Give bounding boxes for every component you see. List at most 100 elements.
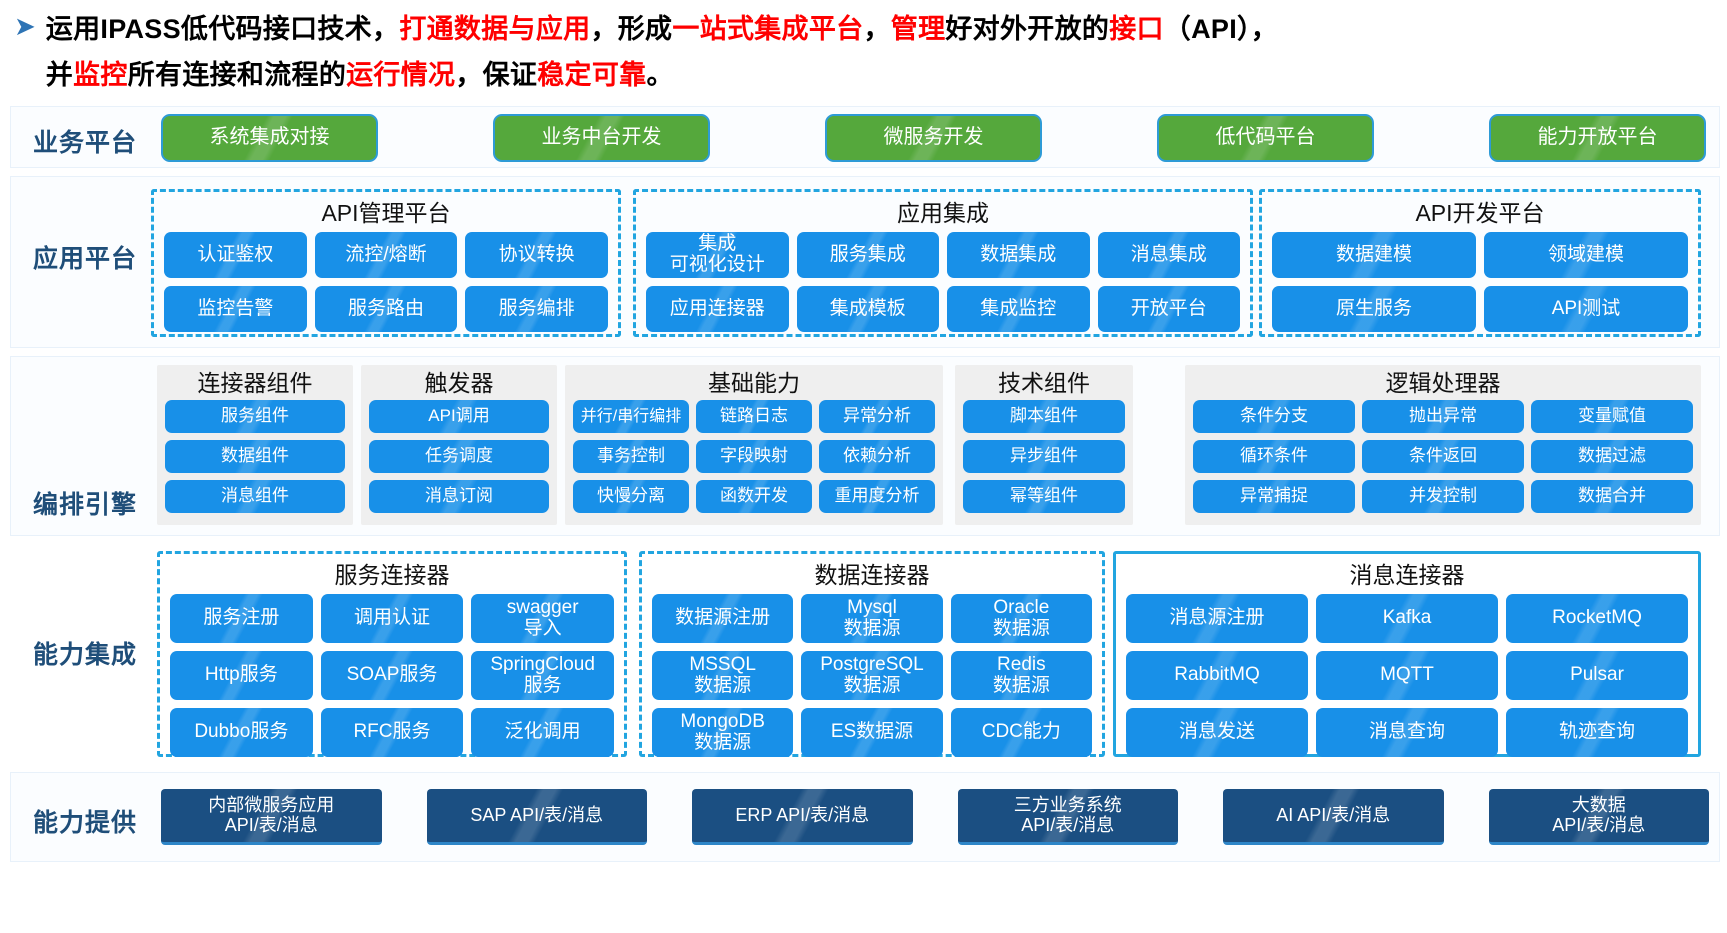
gloss-overlay [652,651,794,700]
app-chip-1-5[interactable]: 集成模板 [796,286,939,332]
engine-chip-4-1[interactable]: 抛出异常 [1362,400,1524,433]
engine-chip-3-2[interactable]: 幂等组件 [963,480,1125,513]
cap-chip-2-6[interactable]: 消息发送 [1126,708,1308,757]
cap-chip-2-2[interactable]: RocketMQ [1506,594,1688,643]
cap-chip-2-1[interactable]: Kafka [1316,594,1498,643]
gloss-overlay [320,594,464,643]
cap-chip-2-4[interactable]: MQTT [1316,651,1498,700]
app-chip-1-6[interactable]: 集成监控 [947,286,1090,332]
gloss-overlay [819,440,935,473]
cap-chip-2-0[interactable]: 消息源注册 [1126,594,1308,643]
gloss-overlay [1531,400,1693,433]
engine-chip-0-2[interactable]: 消息组件 [165,480,345,513]
engine-chip-1-0[interactable]: API调用 [369,400,549,433]
cap-chip-0-0[interactable]: 服务注册 [170,594,313,643]
app-chip-0-1[interactable]: 流控/熔断 [314,232,458,278]
capability-provision-item-4[interactable]: AI API/表/消息 [1223,789,1444,845]
engine-chip-4-8[interactable]: 数据合并 [1531,480,1693,513]
engine-chip-2-1[interactable]: 链路日志 [696,400,812,433]
engine-chip-4-4[interactable]: 条件返回 [1362,440,1524,473]
engine-chip-2-3[interactable]: 事务控制 [573,440,689,473]
gloss-overlay [696,400,812,433]
engine-chip-1-1[interactable]: 任务调度 [369,440,549,473]
app-chip-1-0[interactable]: 集成可视化设计 [646,232,789,278]
capability-provision-item-2[interactable]: ERP API/表/消息 [692,789,913,845]
app-chip-0-4[interactable]: 服务路由 [314,286,458,332]
engine-chip-2-0[interactable]: 并行/串行编排 [573,400,689,433]
app-chip-0-3[interactable]: 监控告警 [164,286,307,332]
engine-chip-2-5[interactable]: 依赖分析 [819,440,935,473]
gloss-overlay [170,651,313,700]
business-platform-item-2[interactable]: 微服务开发 [825,114,1042,162]
engine-chip-2-7[interactable]: 函数开发 [696,480,812,513]
capability-provision-item-1[interactable]: SAP API/表/消息 [426,789,647,845]
headline-segment-4: ，保证 [455,60,538,90]
app-chip-2-2[interactable]: 原生服务 [1272,286,1476,332]
app-chip-0-5[interactable]: 服务编排 [465,286,608,332]
app-chip-2-1[interactable]: 领域建模 [1484,232,1688,278]
app-chip-0-0[interactable]: 认证鉴权 [164,232,307,278]
engine-chip-4-0[interactable]: 条件分支 [1193,400,1355,433]
cap-chip-2-5[interactable]: Pulsar [1506,651,1688,700]
engine-chip-2-2[interactable]: 异常分析 [819,400,935,433]
headline-segment-3: 运行情况 [346,60,456,90]
business-platform-item-1[interactable]: 业务中台开发 [493,114,710,162]
app-chip-1-1[interactable]: 服务集成 [796,232,939,278]
engine-chip-2-6[interactable]: 快慢分离 [573,480,689,513]
cap-chip-0-8[interactable]: 泛化调用 [471,708,614,757]
gloss-overlay [1316,594,1498,643]
cap-chip-0-7[interactable]: RFC服务 [320,708,464,757]
business-platform-item-4[interactable]: 能力开放平台 [1489,114,1706,162]
engine-chip-3-1[interactable]: 异步组件 [963,440,1125,473]
engine-chip-4-3[interactable]: 循环条件 [1193,440,1355,473]
gloss-overlay [170,594,313,643]
app-chip-1-3[interactable]: 消息集成 [1097,232,1240,278]
engine-chip-0-0[interactable]: 服务组件 [165,400,345,433]
row-label-application-platform: 应用平台 [32,245,137,273]
app-chip-2-0[interactable]: 数据建模 [1272,232,1476,278]
cap-chip-2-3[interactable]: RabbitMQ [1126,651,1308,700]
headline-segment-0: 运用IPASS低代码接口技术， [45,14,400,44]
business-platform-item-3[interactable]: 低代码平台 [1157,114,1374,162]
cap-chip-0-3[interactable]: Http服务 [170,651,313,700]
cap-chip-0-1[interactable]: 调用认证 [320,594,464,643]
app-group-title-0: API管理平台 [321,200,451,226]
gloss-overlay [947,286,1090,332]
app-chip-1-2[interactable]: 数据集成 [947,232,1090,278]
engine-chip-4-7[interactable]: 并发控制 [1362,480,1524,513]
business-platform-item-0[interactable]: 系统集成对接 [161,114,378,162]
cap-chip-1-0[interactable]: 数据源注册 [652,594,794,643]
cap-chip-1-8[interactable]: CDC能力 [950,708,1092,757]
engine-chip-4-5[interactable]: 数据过滤 [1531,440,1693,473]
gloss-overlay [1193,440,1355,473]
cap-chip-2-7[interactable]: 消息查询 [1316,708,1498,757]
engine-chip-1-2[interactable]: 消息订阅 [369,480,549,513]
engine-chip-3-0[interactable]: 脚本组件 [963,400,1125,433]
app-chip-1-4[interactable]: 应用连接器 [646,286,789,332]
cap-chip-2-8[interactable]: 轨迹查询 [1506,708,1688,757]
engine-chip-4-6[interactable]: 异常捕捉 [1193,480,1355,513]
engine-chip-2-8[interactable]: 重用度分析 [819,480,935,513]
engine-panel-4: 逻辑处理器条件分支抛出异常变量赋值循环条件条件返回数据过滤异常捕捉并发控制数据合… [1185,365,1701,525]
engine-chip-0-1[interactable]: 数据组件 [165,440,345,473]
cap-chip-1-7[interactable]: ES数据源 [801,708,943,757]
gloss-overlay [1362,480,1524,513]
engine-chip-4-2[interactable]: 变量赋值 [1531,400,1693,433]
cap-chip-0-4[interactable]: SOAP服务 [320,651,464,700]
app-chip-2-3[interactable]: API测试 [1484,286,1688,332]
cap-chip-0-6[interactable]: Dubbo服务 [170,708,313,757]
engine-chip-2-4[interactable]: 字段映射 [696,440,812,473]
app-chip-1-7[interactable]: 开放平台 [1097,286,1240,332]
app-chip-0-2[interactable]: 协议转换 [465,232,608,278]
